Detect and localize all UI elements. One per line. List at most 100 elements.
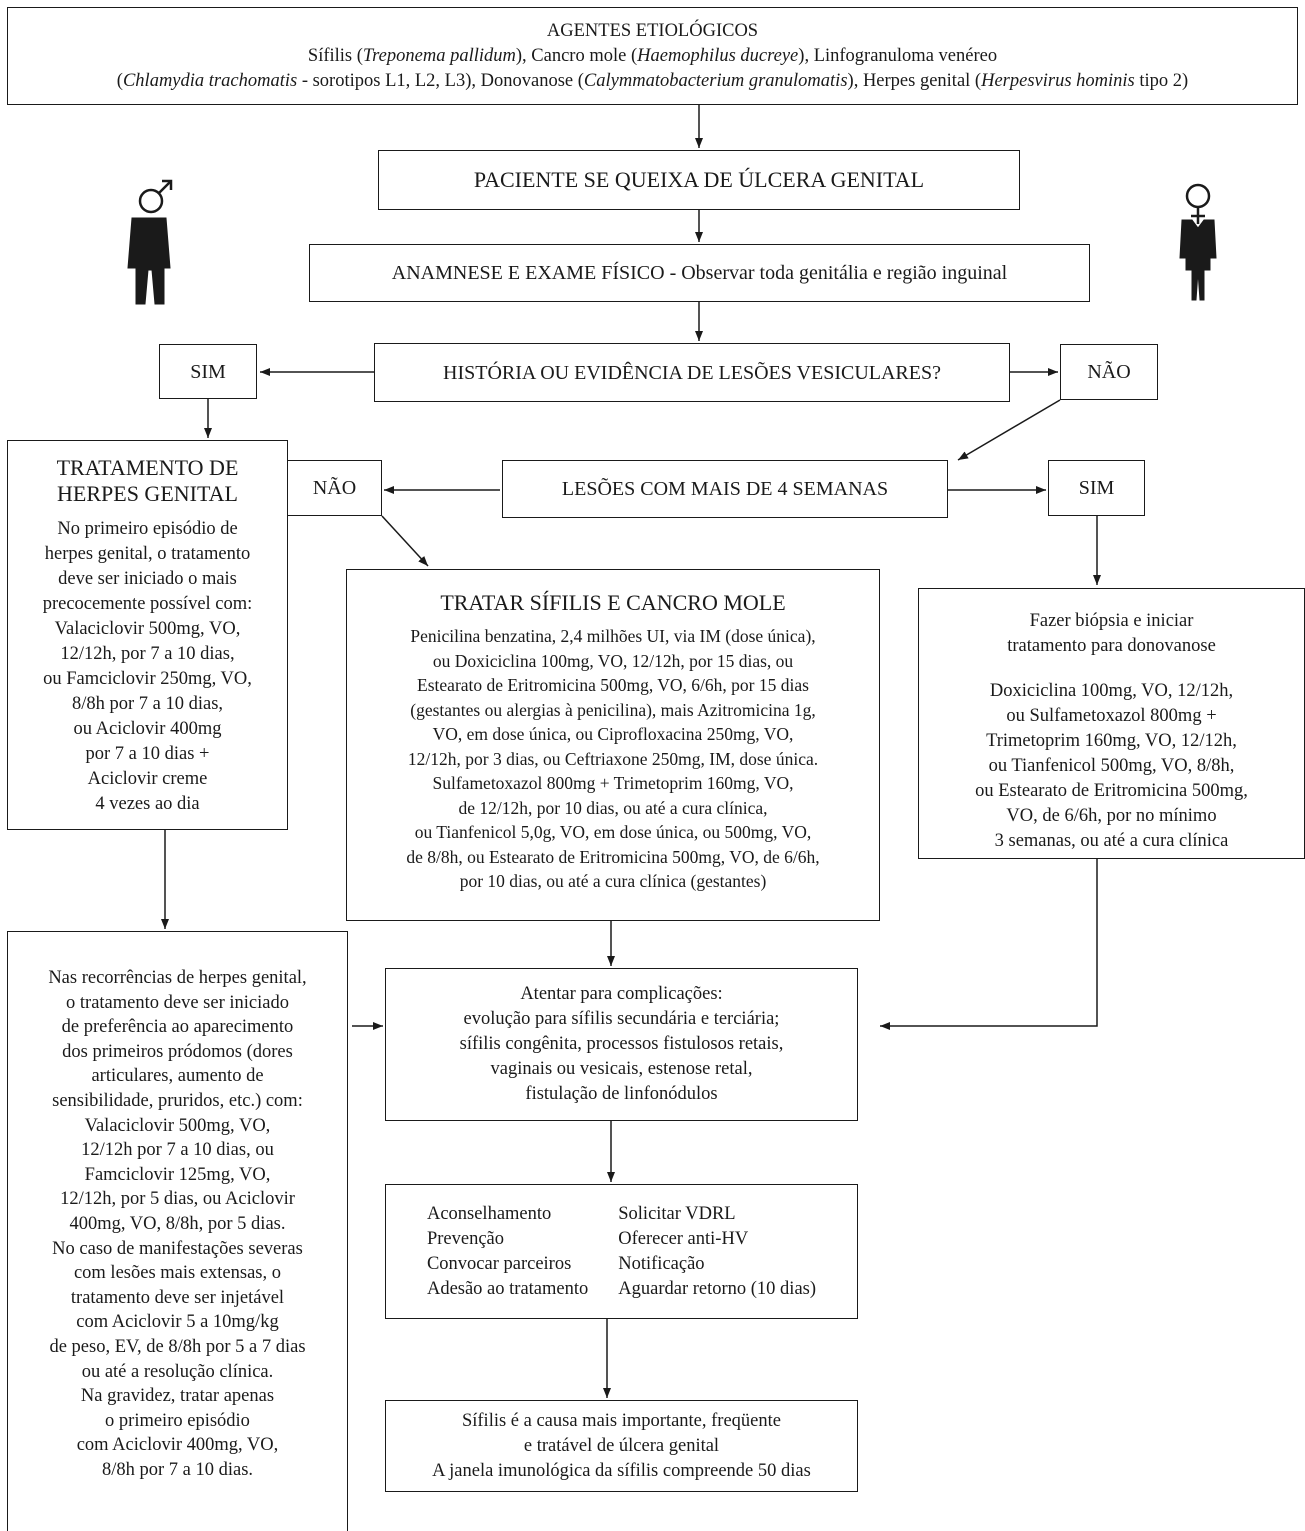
herpes-text-line: No primeiro episódio de xyxy=(57,519,238,539)
arrow-donovanose-to-complications xyxy=(880,859,1098,1030)
donovanose-text-line: ou Sulfametoxazol 800mg + xyxy=(1006,706,1217,726)
action-item: Prevenção xyxy=(426,1228,504,1249)
herpes-text-line: Aciclovir creme xyxy=(87,769,208,789)
donovanose-intro-line: Fazer biópsia e iniciar xyxy=(1029,611,1194,631)
recurrence-text-line: 8/8h por 7 a 10 dias. xyxy=(101,1459,254,1480)
agent-text: Sífilis ( xyxy=(307,45,363,66)
syphilis-treatment-text: Penicilina benzatina, 2,4 milhões UI, vi… xyxy=(406,624,819,894)
weeks-question-text: LESÕES COM MAIS DE 4 SEMANAS xyxy=(561,478,889,500)
herpes-text-line: 12/12h, por 7 a 10 dias, xyxy=(60,644,235,664)
syphilis-text-line: de 12/12h, por 10 dias, ou até a cura cl… xyxy=(458,797,768,818)
etiological-agents-box: AGENTES ETIOLÓGICOS Sífilis (Treponema p… xyxy=(7,7,1298,105)
recurrence-text-line: de peso, EV, de 8/8h por 5 a 7 dias xyxy=(49,1336,306,1357)
herpes-text-line: por 7 a 10 dias + xyxy=(85,744,210,764)
syphilis-text-line: VO, em dose única, ou Ciprofloxacina 250… xyxy=(432,724,794,744)
male-person-icon xyxy=(127,179,173,305)
syphilis-title: TRATAR SÍFILIS E CANCRO MOLE xyxy=(440,590,786,615)
donovanose-intro: Fazer biópsia e iniciar tratamento para d… xyxy=(1007,609,1216,659)
complications-text-line: vaginais ou vesicais, estenose retal, xyxy=(490,1059,753,1079)
sim-label: SIM xyxy=(190,360,226,383)
herpes-recurrence-box: Nas recorrências de herpes genital, o tra… xyxy=(7,931,348,1531)
recurrence-text-line: com Aciclovir 5 a 10mg/kg xyxy=(76,1312,279,1333)
syphilis-text-line: ou Tianfenicol 5,0g, VO, em dose única, … xyxy=(414,822,812,842)
agent-text: ), Herpes genital ( xyxy=(847,70,982,91)
complications-text-line: Atentar para complicações: xyxy=(520,984,723,1004)
recurrence-text-line: Nas recorrências de herpes genital, xyxy=(48,968,307,988)
species-name: Herpesvirus hominis xyxy=(981,70,1135,91)
action-item: Solicitar VDRL xyxy=(618,1203,736,1224)
action-item: Convocar parceiros xyxy=(426,1253,572,1274)
recurrence-text-line: o tratamento deve ser iniciado xyxy=(66,992,289,1013)
recurrence-text-line: Na gravidez, tratar apenas xyxy=(80,1386,275,1407)
donovanose-text-line: ou Estearato de Eritromicina 500mg, xyxy=(975,781,1248,801)
arrow-nao-to-syphilis xyxy=(381,515,429,567)
herpes-recurrence-text: Nas recorrências de herpes genital, o tra… xyxy=(48,966,306,1482)
herpes-title-line: TRATAMENTO DE xyxy=(56,455,239,480)
species-name: Calymmatobacterium granulomatis xyxy=(583,70,848,91)
recurrence-text-line: de preferência ao aparecimento xyxy=(61,1017,294,1038)
action-item: Adesão ao tratamento xyxy=(426,1278,589,1299)
herpes-text-line: ou Aciclovir 400mg xyxy=(73,719,222,739)
donovanose-text-line: 3 semanas, ou até a cura clínica xyxy=(994,831,1229,851)
syphilis-text-line: Estearato de Eritromicina 500mg, VO, 6/6… xyxy=(417,675,809,695)
herpes-text-line: 8/8h por 7 a 10 dias, xyxy=(71,694,224,714)
recurrence-text-line: 12/12h por 7 a 10 dias, ou xyxy=(81,1140,274,1161)
agents-line-2: (Chlamydia trachomatis - sorotipos L1, L… xyxy=(117,69,1188,94)
syphilis-text-line: Penicilina benzatina, 2,4 milhões UI, vi… xyxy=(410,626,816,646)
recurrence-text-line: tratamento deve ser injetável xyxy=(70,1287,285,1308)
herpes-text-line: deve ser iniciado o mais xyxy=(58,569,237,589)
donovanose-text-line: Doxiciclina 100mg, VO, 12/12h, xyxy=(989,681,1234,701)
sim-weeks-box: SIM xyxy=(1048,460,1145,516)
action-item: Aconselhamento xyxy=(426,1203,552,1224)
agent-text: tipo 2) xyxy=(1134,70,1189,91)
herpes-text-line: precocemente possível com: xyxy=(42,594,253,614)
complaint-box: PACIENTE SE QUEIXA DE ÚLCERA GENITAL xyxy=(378,150,1020,210)
donovanose-text-line: VO, de 6/6h, por no mínimo xyxy=(1006,806,1217,826)
sim-vesicular-box: SIM xyxy=(159,344,257,399)
final-note-box: Sífilis é a causa mais importante, freqü… xyxy=(385,1400,858,1492)
agent-text: ), Cancro mole ( xyxy=(515,45,638,66)
sim-label: SIM xyxy=(1078,477,1115,499)
complications-box: Atentar para complicações: evolução para … xyxy=(385,968,858,1121)
donovanose-box: Fazer biópsia e iniciar tratamento para d… xyxy=(918,588,1305,859)
species-name: Treponema pallidum xyxy=(362,45,516,66)
anamnese-text: ANAMNESE E EXAME FÍSICO - Observar toda … xyxy=(391,262,1008,284)
final-text-line: Sífilis é a causa mais importante, freqü… xyxy=(461,1410,781,1431)
donovanose-treatment-text: Doxiciclina 100mg, VO, 12/12h, ou Sulfame… xyxy=(975,679,1248,854)
agents-title: AGENTES ETIOLÓGICOS xyxy=(546,20,759,41)
final-text-line: A janela imunológica da sífilis compreen… xyxy=(432,1460,811,1481)
nao-vesicular-box: NÃO xyxy=(1060,344,1158,400)
syphilis-text-line: ou Doxiciclina 100mg, VO, 12/12h, por 15… xyxy=(432,650,794,671)
donovanose-intro-line: tratamento para donovanose xyxy=(1007,636,1216,656)
vesicular-question-text: HISTÓRIA OU EVIDÊNCIA DE LESÕES VESICULA… xyxy=(443,361,941,384)
syphilis-text-line: por 10 dias, ou até a cura clínica (gest… xyxy=(459,871,767,891)
recurrence-text-line: Valaciclovir 500mg, VO, xyxy=(84,1115,271,1136)
recurrence-text-line: com Aciclovir 400mg, VO, xyxy=(76,1435,279,1456)
syphilis-treatment-box: TRATAR SÍFILIS E CANCRO MOLE Penicilina … xyxy=(346,569,880,921)
complications-text-line: evolução para sífilis secundária e terci… xyxy=(463,1009,780,1029)
recurrence-text-line: ou até a resolução clínica. xyxy=(81,1361,274,1382)
nao-label: NÃO xyxy=(1087,361,1131,383)
herpes-text-line: ou Famciclovir 250mg, VO, xyxy=(43,669,252,689)
vesicular-question-box: HISTÓRIA OU EVIDÊNCIA DE LESÕES VESICULA… xyxy=(374,343,1010,402)
weeks-question-box: LESÕES COM MAIS DE 4 SEMANAS xyxy=(502,460,948,518)
arrow-nao-to-weeks xyxy=(957,399,1061,461)
syphilis-text-line: 12/12h, por 3 dias, ou Ceftriaxone 250mg… xyxy=(407,748,819,769)
recurrence-text-line: o primeiro episódio xyxy=(105,1410,250,1431)
herpes-text-line: Valaciclovir 500mg, VO, xyxy=(54,619,241,639)
donovanose-text-line: Trimetoprim 160mg, VO, 12/12h, xyxy=(986,731,1237,751)
anamnese-box: ANAMNESE E EXAME FÍSICO - Observar toda … xyxy=(309,244,1090,302)
recurrence-text-line: 400mg, VO, 8/8h, por 5 dias. xyxy=(69,1213,286,1234)
species-name: Haemophilus ducreye xyxy=(637,45,799,66)
recurrence-text-line: Famciclovir 125mg, VO, xyxy=(84,1164,271,1185)
final-note-text: Sífilis é a causa mais importante, freqü… xyxy=(432,1409,811,1484)
agents-line-1: Sífilis (Treponema pallidum), Cancro mol… xyxy=(308,44,997,69)
complications-text-line: sífilis congênita, processos fistulosos … xyxy=(459,1034,784,1054)
herpes-text-line: 4 vezes ao dia xyxy=(95,794,200,814)
